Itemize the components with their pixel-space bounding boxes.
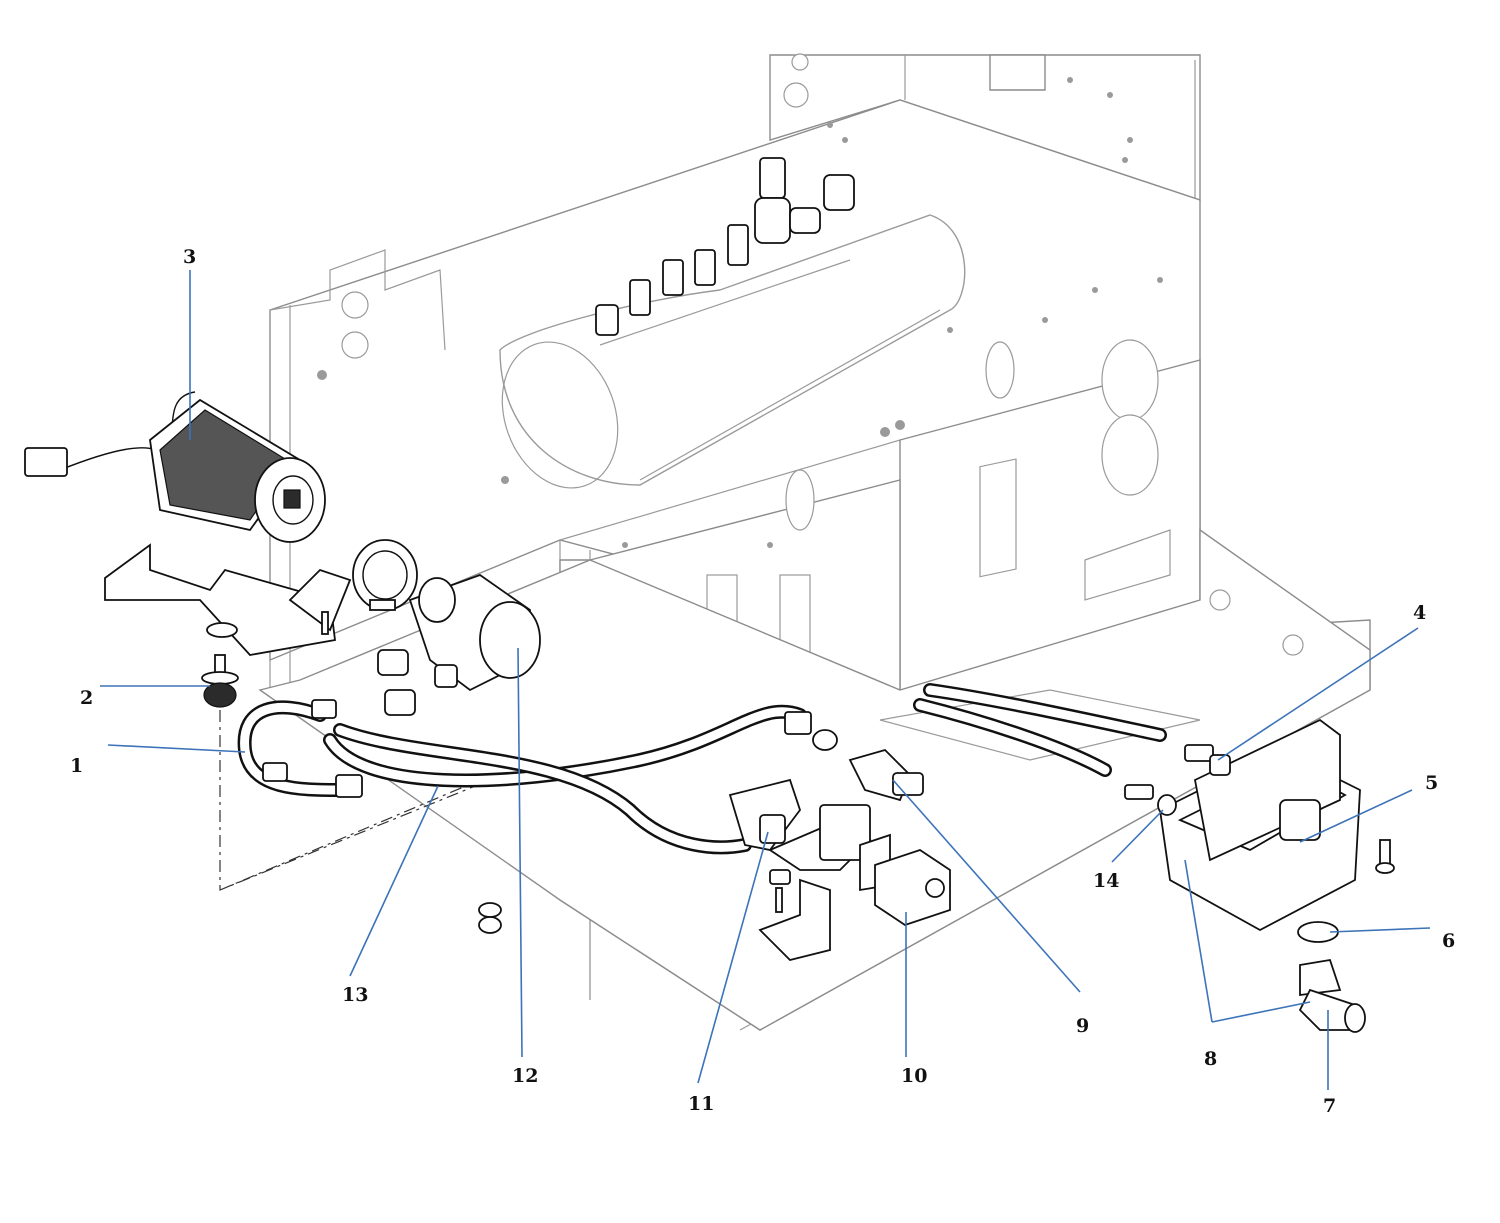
leader-8b [1211, 1001, 1311, 1023]
callout-8: 8 [1204, 1048, 1217, 1070]
callout-2: 2 [80, 687, 93, 709]
callout-10: 10 [901, 1065, 927, 1087]
leader-9 [892, 779, 1081, 993]
leader-8a [1184, 859, 1213, 1023]
pump-motor [24, 391, 352, 656]
leader-12 [517, 647, 523, 1058]
leader-1 [107, 744, 246, 753]
leader-5 [1299, 789, 1413, 843]
leader-lines [100, 270, 1431, 1090]
leader-13 [349, 785, 439, 977]
drain-tray-assembly [1124, 718, 1395, 1033]
leader-14 [1111, 809, 1164, 863]
leader-4 [1217, 627, 1419, 761]
leader-6 [1329, 927, 1431, 933]
callouts: 1 2 3 4 5 6 7 8 9 10 11 12 13 14 [70, 246, 1455, 1117]
callout-13: 13 [342, 984, 368, 1006]
mounting-foot [201, 622, 491, 891]
callout-14: 14 [1093, 870, 1119, 892]
callout-7: 7 [1323, 1095, 1336, 1117]
leader-11 [697, 831, 769, 1084]
fasteners [321, 611, 783, 934]
callout-3: 3 [183, 246, 196, 268]
valve-body [728, 778, 872, 885]
callout-4: 4 [1413, 602, 1426, 624]
solenoid-coil [758, 833, 951, 961]
callout-11: 11 [688, 1093, 714, 1115]
tank-fittings [595, 157, 855, 336]
callout-12: 12 [512, 1065, 538, 1087]
hoses [237, 683, 1167, 855]
callout-1: 1 [70, 755, 83, 777]
callout-5: 5 [1425, 772, 1438, 794]
callout-6: 6 [1442, 930, 1455, 952]
pump-head [352, 539, 541, 716]
callout-9: 9 [1076, 1015, 1089, 1037]
